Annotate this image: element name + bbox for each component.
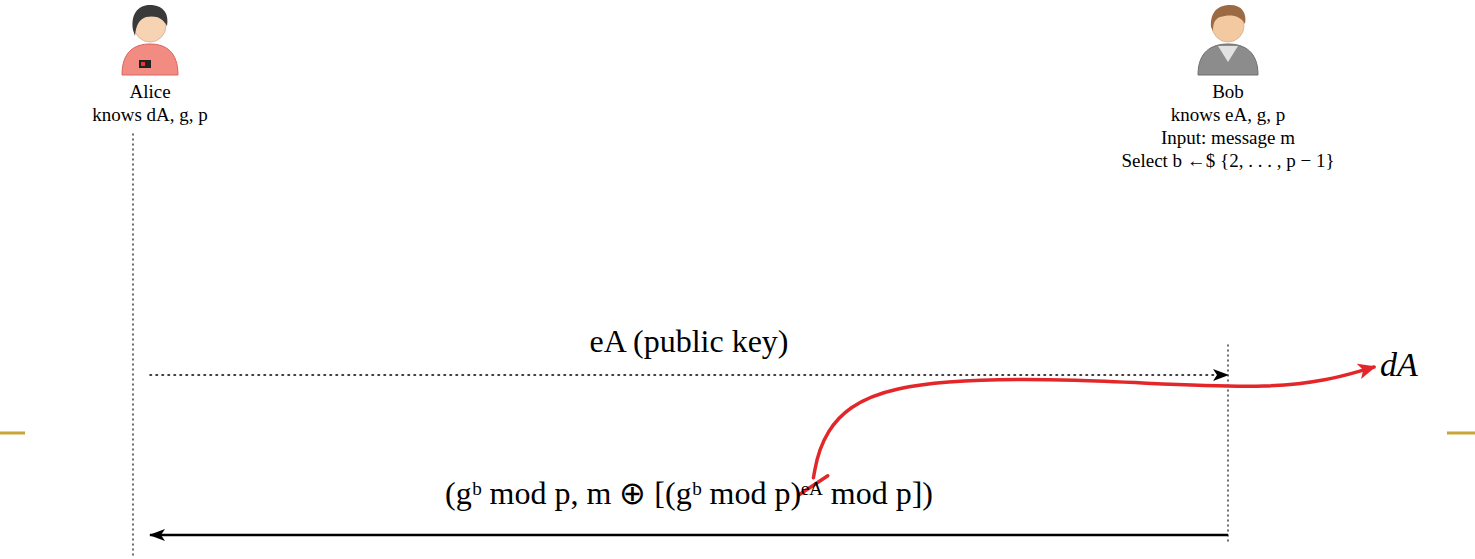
- annotation-arrow: [813, 367, 1374, 478]
- bob-collar: [1218, 46, 1238, 62]
- bob-hair: [1211, 5, 1245, 31]
- alice-badge: [139, 60, 151, 68]
- message-label: (gᵇ mod p, m ⊕ [(gᵇ mod p)ᵉᴬ mod p]): [445, 473, 933, 513]
- actor: Aliceknows dA, g, p: [92, 80, 208, 126]
- alice-icon: [122, 5, 178, 75]
- slide-rule-left: [0, 432, 25, 435]
- alice-body: [122, 44, 178, 75]
- alice-badge-mark: [141, 62, 145, 66]
- alice-hair: [133, 5, 168, 36]
- actor-name: Bob: [1121, 80, 1334, 103]
- message-label: eA (public key): [589, 321, 788, 361]
- alice-lifeline: [132, 134, 133, 559]
- annotation-label: dA: [1380, 345, 1418, 385]
- message-arrow: [150, 374, 1228, 376]
- actor-note: knows eA, g, p: [1121, 103, 1334, 126]
- actor-name: Alice: [92, 80, 208, 103]
- actor-note: Input: message m: [1121, 126, 1334, 149]
- bob-icon: [1198, 5, 1258, 75]
- slide-rule-right: [1447, 432, 1475, 435]
- actor: Bobknows eA, g, pInput: message mSelect …: [1121, 80, 1334, 172]
- bob-body: [1198, 44, 1258, 75]
- actor-note: Select b ←$ {2, . . . , p − 1}: [1121, 149, 1334, 172]
- message-arrow: [150, 534, 1228, 537]
- bob-lifeline: [1227, 345, 1228, 545]
- actor-note: knows dA, g, p: [92, 103, 208, 126]
